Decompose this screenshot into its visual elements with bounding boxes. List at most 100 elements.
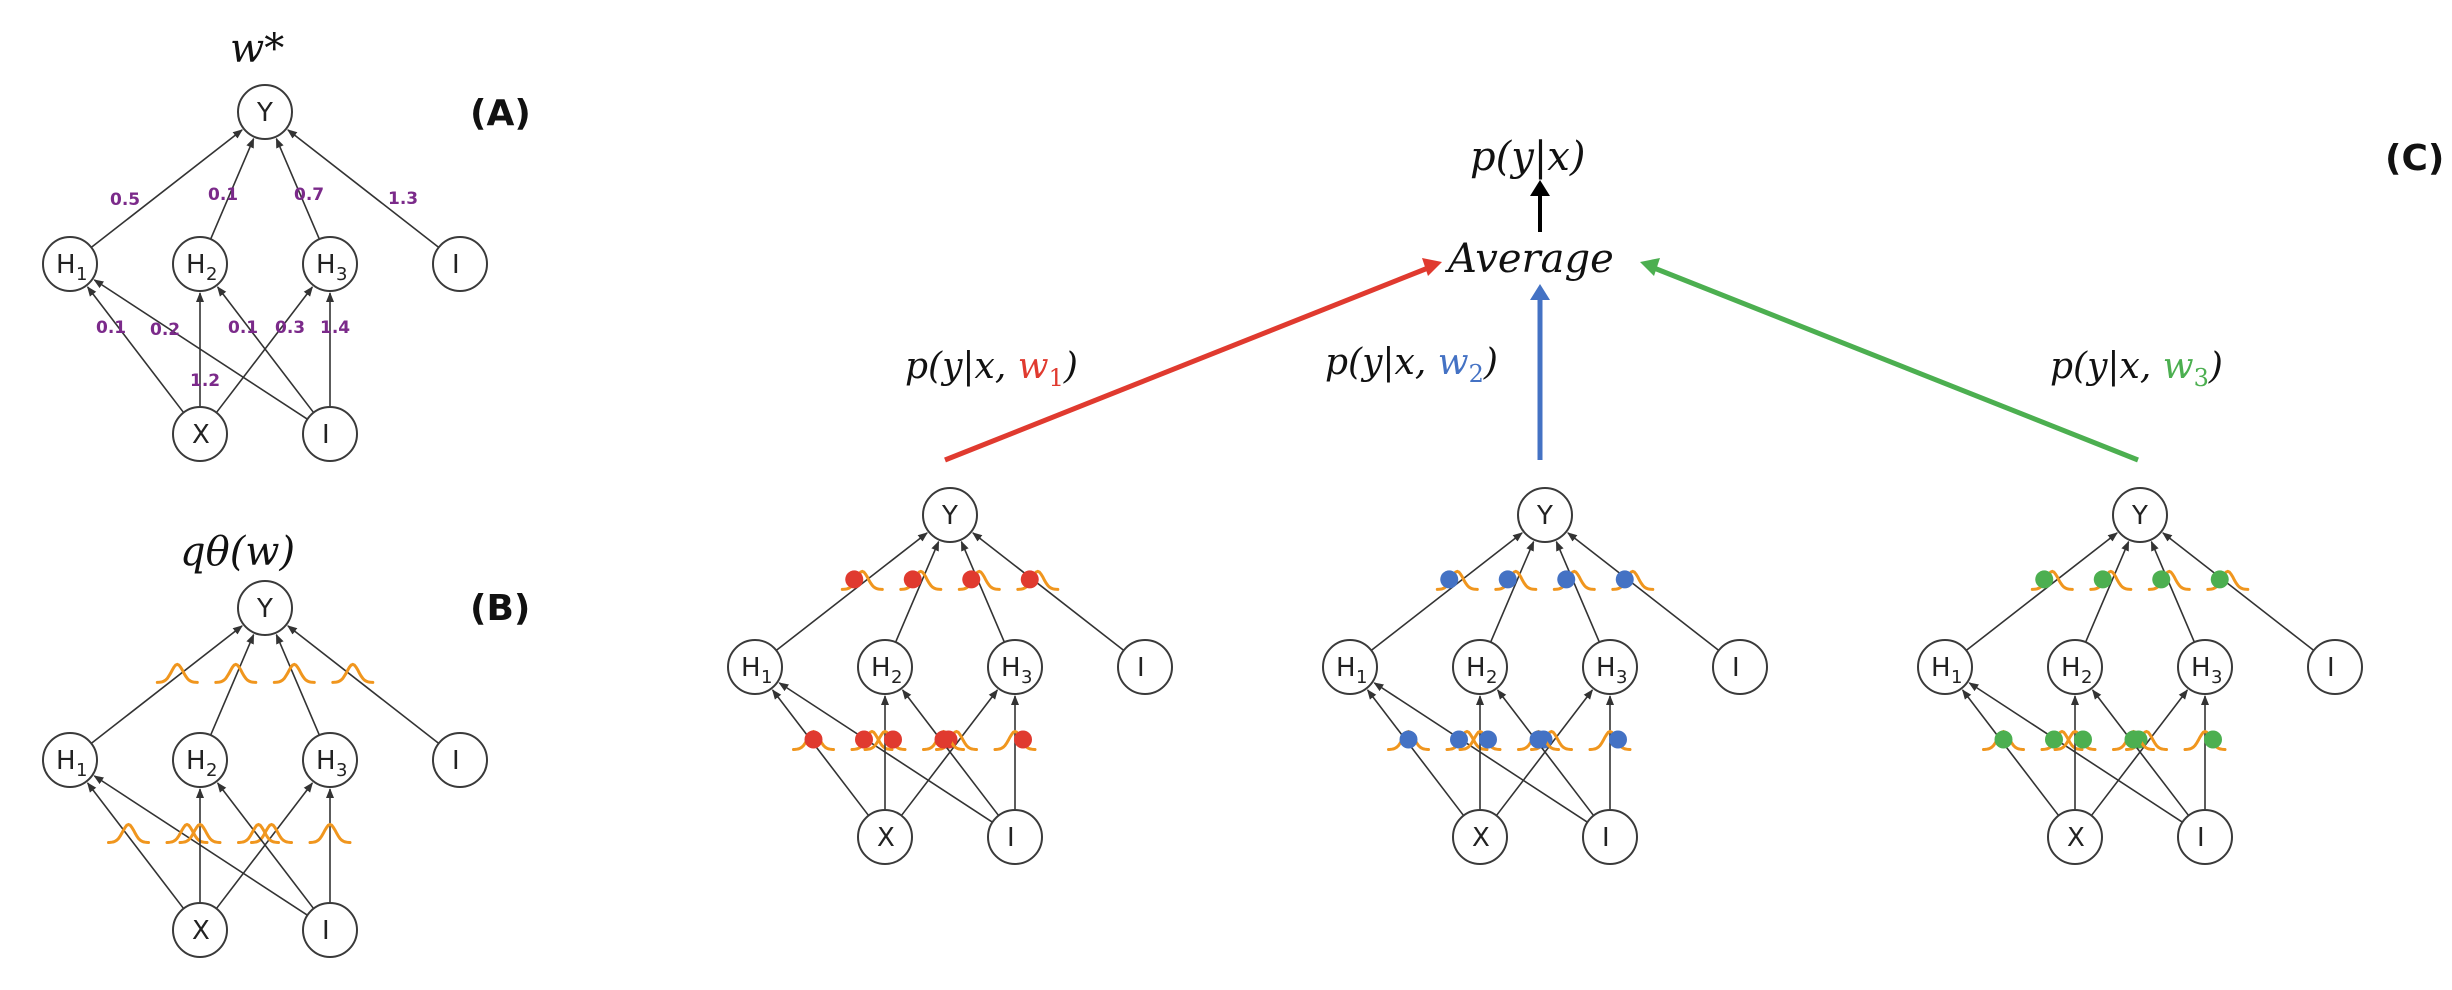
panel-b-title: qθ(w) xyxy=(180,529,295,575)
weight-label-y-h3: 0.7 xyxy=(294,185,324,205)
node-circle xyxy=(172,406,228,462)
panel-b-tag: (B) xyxy=(470,588,530,629)
node-y: Y xyxy=(2112,487,2168,543)
node-label: I xyxy=(452,746,460,776)
sampled-weight-dot xyxy=(1609,730,1627,749)
weight-distribution xyxy=(1016,569,1060,591)
node-b1: I xyxy=(1712,639,1768,695)
weight-distribution xyxy=(308,822,352,844)
sampled-weight-dot xyxy=(1014,730,1032,749)
branch-label-1-suffix: ) xyxy=(1063,346,1078,387)
edge-h2-y xyxy=(209,633,255,736)
node-circle xyxy=(302,406,358,462)
node-label: I xyxy=(322,916,330,946)
node-circle xyxy=(42,236,98,292)
edge-h3-y xyxy=(275,633,321,736)
node-circle xyxy=(922,487,978,543)
weight-label-h1-x: 0.1 xyxy=(96,318,126,338)
node-y: Y xyxy=(237,580,293,636)
node-y: Y xyxy=(237,84,293,140)
node-label: Y xyxy=(256,98,273,128)
edge-b0-h1 xyxy=(778,682,993,823)
weight-distribution xyxy=(2030,569,2074,591)
edge-x-h1 xyxy=(86,286,185,414)
node-circle xyxy=(1322,639,1378,695)
branch-label-1-weight: w xyxy=(1018,346,1049,387)
node-x: X xyxy=(2047,809,2103,865)
node-circle xyxy=(302,902,358,958)
weight-distribution xyxy=(331,662,375,684)
sampled-weight-dot xyxy=(1440,570,1459,589)
panel-a-tag: (A) xyxy=(470,93,531,134)
node-label: Y xyxy=(941,501,958,531)
branch-label-3-weight: w xyxy=(2163,346,2194,387)
edge-h2-y xyxy=(209,137,255,240)
weight-distribution xyxy=(1458,729,1502,751)
node-circle xyxy=(172,732,228,788)
node-circle xyxy=(1117,639,1173,695)
node-circle xyxy=(1452,809,1508,865)
edge-h3-y xyxy=(275,137,321,240)
weight-distribution xyxy=(1611,569,1655,591)
sampled-weight-dot xyxy=(962,570,981,589)
edge-x-h1 xyxy=(771,689,870,817)
weight-distribution xyxy=(2089,569,2133,591)
edge-b1-y xyxy=(1567,532,1720,652)
edge-x-h3 xyxy=(900,689,999,817)
edge-b1-y xyxy=(972,532,1125,652)
edge-b0-h1 xyxy=(1968,682,2183,823)
sampled-weight-dot xyxy=(884,730,902,749)
edge-h1-y xyxy=(90,625,243,745)
node-label: H xyxy=(871,653,891,683)
node-label-subscript: 3 xyxy=(1021,667,1032,688)
edge-b0-h1 xyxy=(93,775,308,916)
sampled-weight-dot xyxy=(903,570,922,589)
node-label: H xyxy=(1336,653,1356,683)
weight-label-h3-x: 0.1 xyxy=(228,318,258,338)
node-circle xyxy=(237,580,293,636)
node-label-subscript: 1 xyxy=(76,264,87,285)
node-label-subscript: 1 xyxy=(76,760,87,781)
weight-label-y-bias: 1.3 xyxy=(388,189,418,209)
node-label-subscript: 2 xyxy=(891,667,902,688)
node-label: H xyxy=(2191,653,2211,683)
node-label: X xyxy=(1472,823,1490,853)
edge-b0-h1 xyxy=(1373,682,1588,823)
panel-c: (C) p(y|x) Average p(y|x, w1) p(y|x, w2)… xyxy=(727,134,2444,865)
edge-h1-y xyxy=(775,532,928,652)
weight-distribution xyxy=(155,662,199,684)
sampled-weight-dot xyxy=(2124,730,2143,749)
branch-label-2-weight: w xyxy=(1438,342,1469,383)
edge-b1-y xyxy=(287,129,440,249)
node-b1: I xyxy=(1117,639,1173,695)
node-circle xyxy=(2177,809,2233,865)
node-circle xyxy=(1582,639,1638,695)
weight-distribution xyxy=(214,662,258,684)
branch-label-1: p(y|x, w1) xyxy=(905,346,1078,392)
edge-x-h1 xyxy=(1366,689,1465,817)
branch-label-3: p(y|x, w3) xyxy=(2050,346,2223,392)
output-arrow-head xyxy=(1530,180,1550,196)
output-probability: p(y|x) xyxy=(1470,134,1585,180)
branch-arrow-1 xyxy=(944,265,1429,463)
node-label-subscript: 2 xyxy=(1486,667,1497,688)
average-label: Average xyxy=(1444,236,1614,282)
sampled-weight-dot xyxy=(2074,730,2092,749)
node-label-subscript: 2 xyxy=(206,264,217,285)
branch-label-2: p(y|x, w2) xyxy=(1325,342,1498,388)
node-label-subscript: 1 xyxy=(1356,667,1367,688)
edge-x-h1 xyxy=(1961,689,2060,817)
node-circle xyxy=(1917,639,1973,695)
sampled-weight-dot xyxy=(1479,730,1497,749)
node-label: H xyxy=(1931,653,1951,683)
node-label: H xyxy=(56,250,76,280)
node-label: H xyxy=(186,250,206,280)
